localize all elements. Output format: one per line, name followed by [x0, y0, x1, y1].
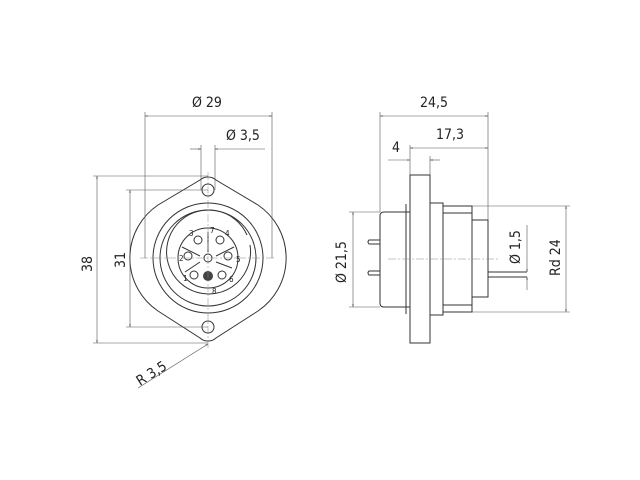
pin-label-7: 7	[210, 226, 215, 235]
pin-number-labels: 1 2 3 4 5 6 7 8	[179, 226, 241, 296]
dim-label: Ø 1,5	[508, 230, 524, 264]
dim-label: Rd 24	[548, 239, 564, 276]
dim-label: Ø 29	[192, 95, 222, 111]
pin-3	[193, 235, 203, 245]
dim-spacing-31: 31	[113, 189, 208, 328]
dim-label: 4	[392, 140, 400, 156]
side-view: 24,5 17,3 4 Ø 21,5 Ø 1,5 Rd 2	[334, 95, 570, 344]
pin-label-4: 4	[225, 229, 230, 238]
dim-diameter-3-5: Ø 3,5	[190, 128, 265, 190]
pin-2	[183, 251, 193, 261]
dim-label: 24,5	[420, 95, 448, 111]
dim-diameter-29: Ø 29	[144, 95, 273, 258]
pin-4	[215, 235, 225, 245]
dim-label: R 3,5	[134, 358, 170, 389]
pin-label-2: 2	[179, 254, 184, 263]
dim-radius-3-5: R 3,5	[134, 343, 209, 389]
contact-pin-top	[367, 239, 380, 245]
pin-label-5: 5	[236, 255, 241, 264]
pin-label-8: 8	[212, 287, 217, 296]
front-view: 1 2 3 4 5 6 7 8 Ø 29 Ø 3,5	[80, 95, 287, 389]
dim-label: Ø 3,5	[226, 128, 260, 144]
pin-6	[217, 270, 227, 280]
pin-label-1: 1	[183, 274, 188, 283]
dim-length-17-3: 17,3	[409, 127, 489, 175]
dim-thread-rd24: Rd 24	[472, 205, 570, 313]
pin-5	[223, 251, 233, 261]
front-body	[379, 211, 410, 308]
rear-insert	[471, 219, 489, 298]
dim-pin-diameter-1-5: Ø 1,5	[508, 225, 529, 290]
dim-label: 31	[113, 252, 129, 268]
dim-diameter-21-5: Ø 21,5	[334, 211, 380, 308]
dim-label: 38	[80, 256, 96, 272]
dim-label: 17,3	[436, 127, 464, 143]
pin-label-3: 3	[189, 229, 194, 238]
coding-arc	[166, 209, 252, 295]
pin-label-6: 6	[229, 275, 234, 284]
contact-pin-bottom	[367, 270, 380, 276]
dim-flange-4: 4	[388, 140, 440, 175]
pin-1	[189, 270, 199, 280]
dim-length-24-5: 24,5	[379, 95, 489, 220]
dim-label: Ø 21,5	[334, 241, 350, 283]
pins	[181, 232, 235, 281]
dim-height-38: 38	[80, 175, 208, 344]
